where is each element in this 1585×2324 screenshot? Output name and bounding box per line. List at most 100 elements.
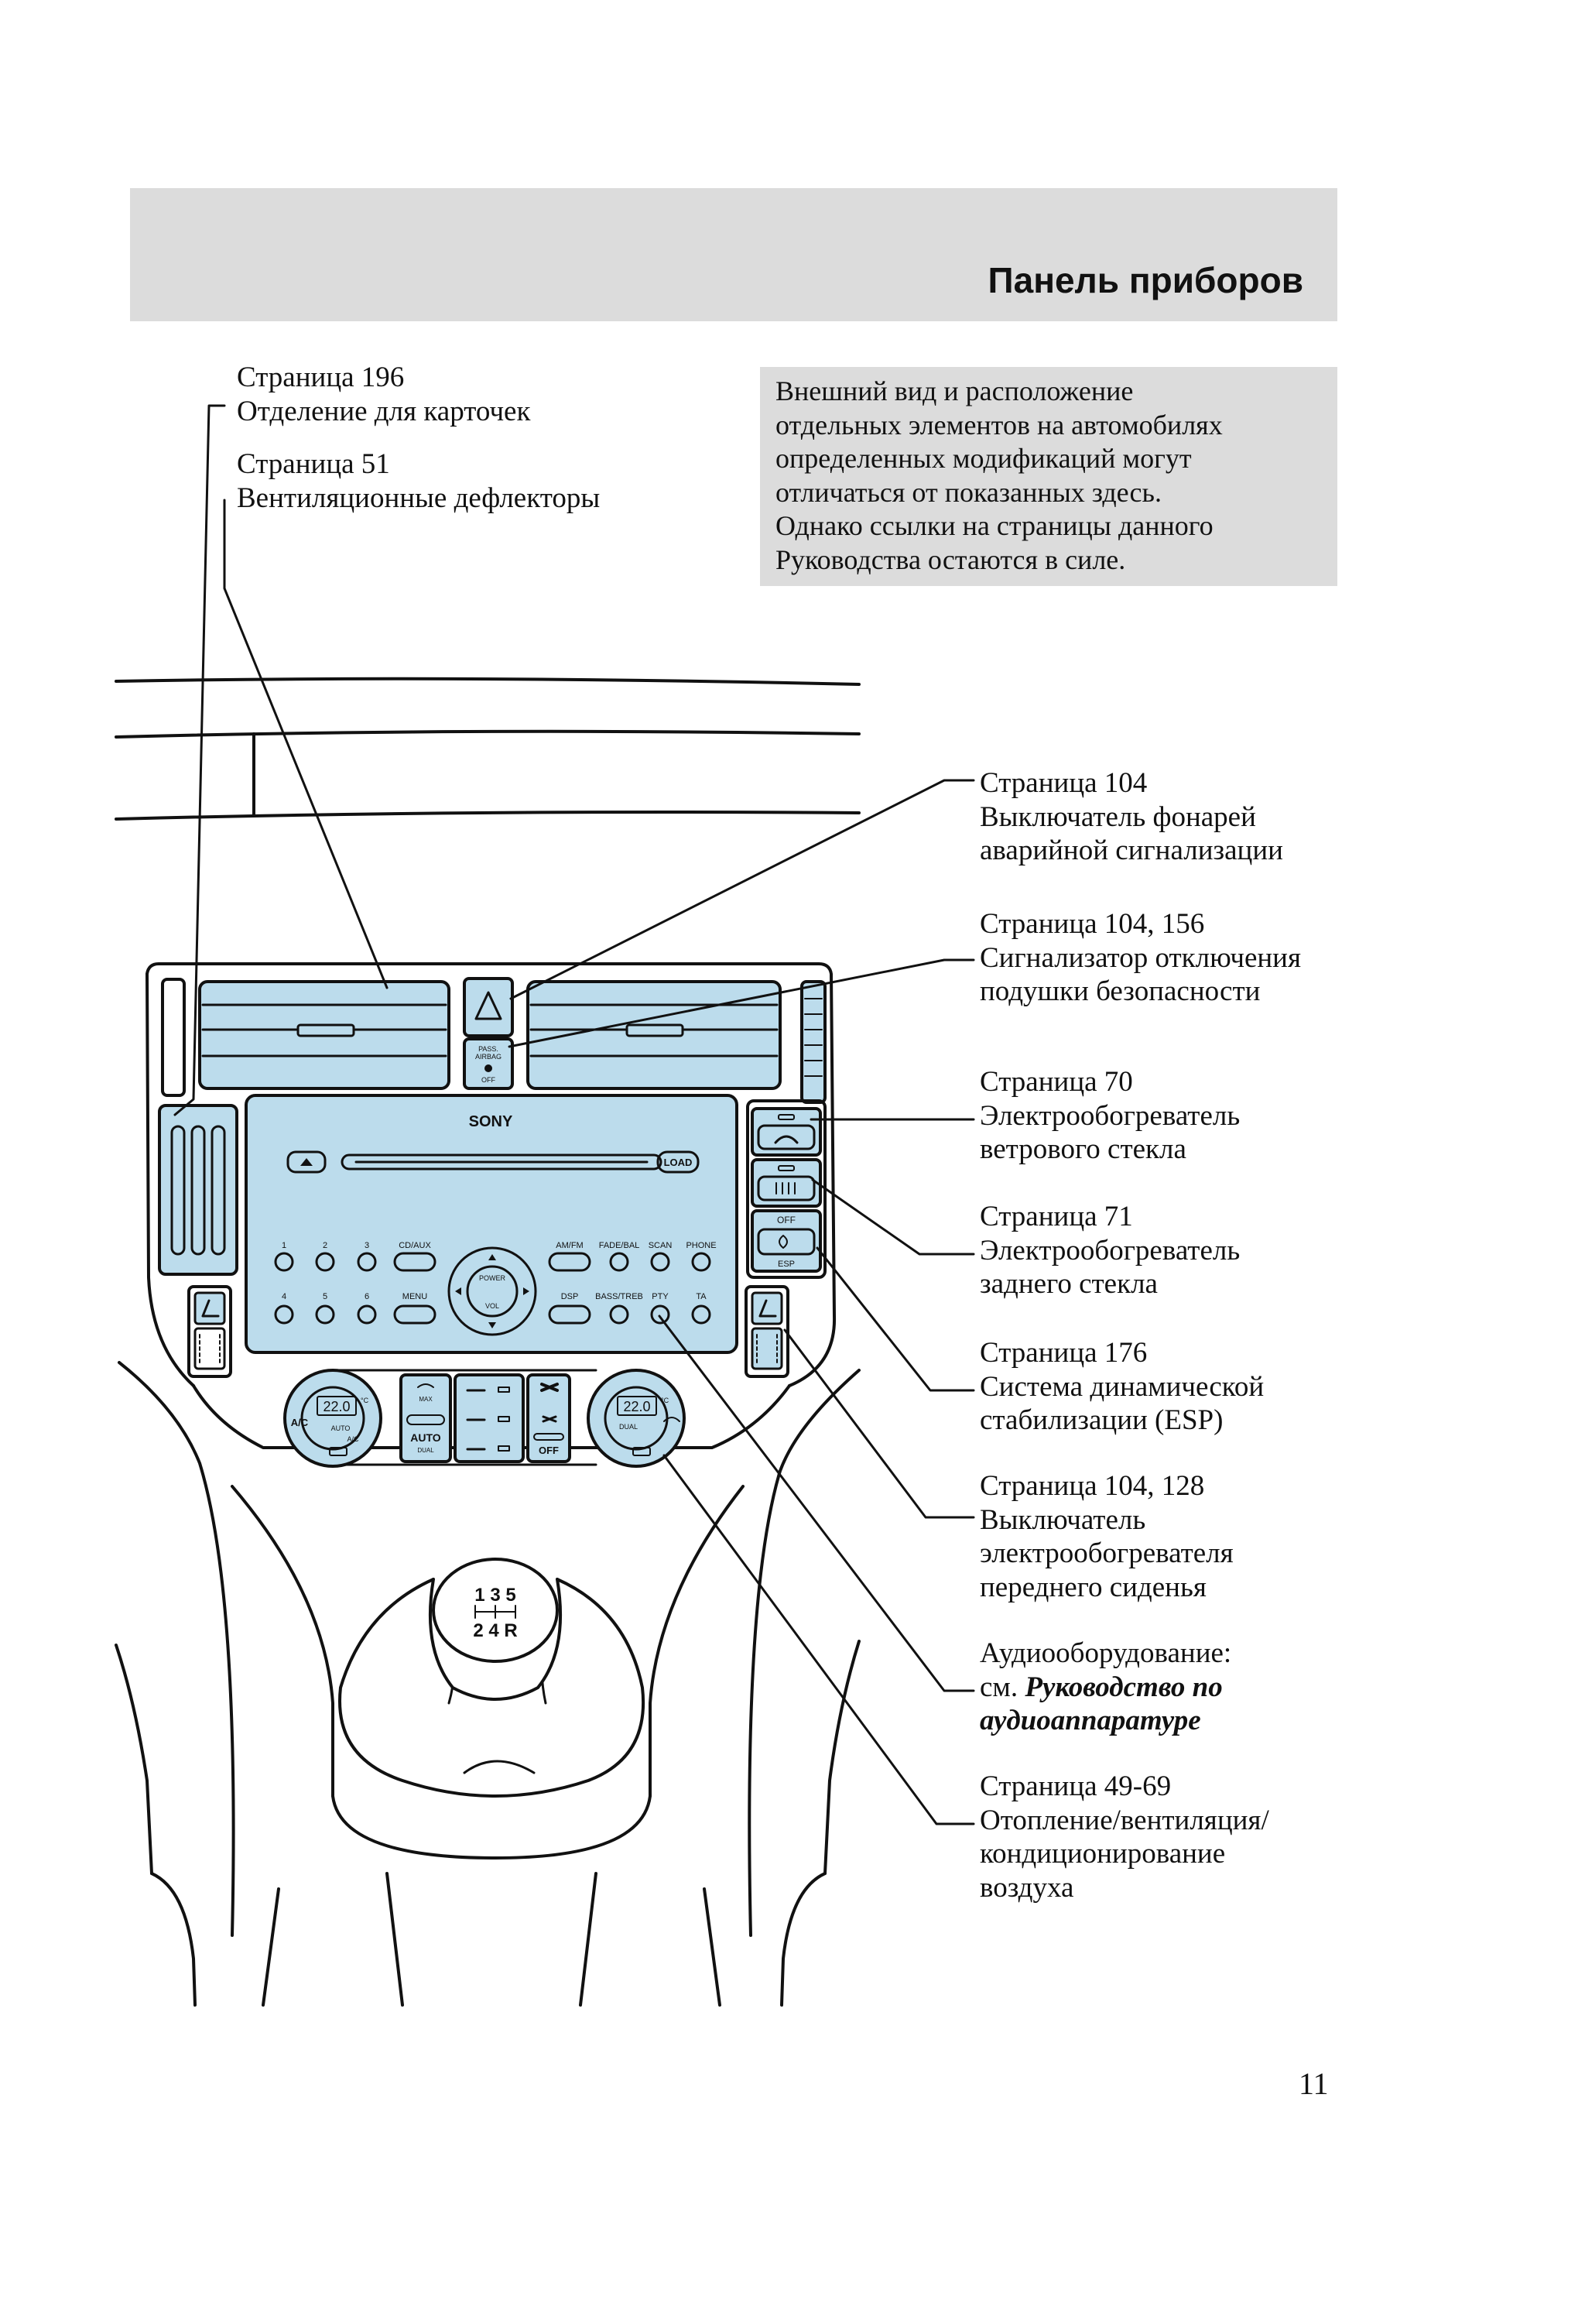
preset-4-label: 4: [282, 1292, 286, 1301]
label-text: Система динамической: [980, 1370, 1265, 1403]
label-page: Страница 49-69: [980, 1770, 1172, 1802]
phone-label: PHONE: [686, 1241, 716, 1250]
label-text: электрообогревателя: [980, 1537, 1234, 1570]
preset-1-label: 1: [282, 1241, 286, 1250]
esp-icon: [779, 1235, 788, 1249]
pty-label: PTY: [652, 1292, 669, 1301]
label-page: Страница 51: [237, 448, 390, 480]
airbag-off-indicator: PASS. AIRBAG OFF: [463, 1037, 514, 1090]
max-label: MAX: [419, 1396, 433, 1403]
degree-right: °C: [661, 1397, 669, 1404]
preset-6-button: [357, 1304, 377, 1325]
cd-aux-label: CD/AUX: [399, 1241, 431, 1250]
esp-off-label: OFF: [777, 1215, 796, 1225]
note-line: определенных модификаций могут: [775, 443, 1192, 474]
fan-icon: [540, 1383, 559, 1392]
dsp-label: DSP: [561, 1292, 579, 1301]
airbag-label-1: PASS.: [478, 1045, 498, 1053]
auto-small-label: AUTO: [331, 1424, 351, 1432]
fade-bal-button: [609, 1252, 629, 1272]
ta-button: [691, 1304, 711, 1325]
max-defrost-icon: [417, 1383, 434, 1388]
gear-lever: 1 3 5 2 4 R: [338, 1558, 645, 1798]
vol-label: VOL: [485, 1302, 499, 1310]
power-volume-knob: [466, 1265, 519, 1318]
label-text: Электрообогреватель: [980, 1234, 1241, 1267]
preset-3-label: 3: [365, 1241, 369, 1250]
label-manual-ref: Руководство по: [1025, 1671, 1223, 1703]
temp-right: 22.0: [623, 1399, 650, 1414]
label-text: воздуха: [980, 1871, 1074, 1904]
console-outline: [115, 962, 861, 2007]
bass-treb-button: [609, 1304, 629, 1325]
eject-button: [286, 1150, 327, 1174]
label-text: Выключатель: [980, 1503, 1146, 1536]
label-text: Выключатель фонарей: [980, 800, 1256, 833]
max-defrost-auto-block: [399, 1373, 452, 1463]
cd-aux-button: [393, 1252, 436, 1272]
label-page: Страница 104, 156: [980, 908, 1205, 940]
label-rear-window-heater: Страница 71 Электрообогреватель заднего …: [980, 1200, 1240, 1301]
label-text: Сигнализатор отключения: [980, 941, 1301, 974]
am-fm-button: [548, 1252, 591, 1272]
auto-label: AUTO: [410, 1431, 441, 1444]
dashboard-top-lines: [115, 677, 861, 821]
pty-button: [650, 1304, 670, 1325]
recirc-icon: [663, 1417, 680, 1422]
load-button: [656, 1150, 700, 1174]
label-text: ветрового стекла: [980, 1133, 1186, 1166]
gear-pattern-top: 1 3 5: [474, 1585, 515, 1606]
note-line: отдельных элементов на автомобилях: [775, 409, 1223, 440]
ac-small-label: A/C: [347, 1435, 359, 1443]
note-box: Внешний вид и расположение отдельных эле…: [760, 367, 1337, 586]
temp-dial-right: [587, 1369, 686, 1468]
gear-shift-pattern: [474, 1605, 516, 1619]
cd-slot: [341, 1153, 662, 1171]
seat-icon: [758, 1299, 777, 1318]
ta-label: TA: [696, 1292, 707, 1301]
air-vent-right: [526, 980, 782, 1090]
power-volume-ring: [447, 1246, 537, 1336]
note-line: Внешний вид и расположение: [775, 375, 1134, 406]
label-text: Вентиляционные дефлекторы: [237, 482, 601, 514]
preset-5-label: 5: [323, 1292, 327, 1301]
rear-window-heater-icon: [775, 1182, 796, 1195]
label-page: Страница 176: [980, 1337, 1148, 1369]
gear-pattern-bottom: 2 4 R: [473, 1620, 517, 1641]
dual-small-label: DUAL: [417, 1447, 434, 1454]
preset-3-button: [357, 1252, 377, 1272]
leader-lines: [173, 404, 975, 1825]
label-seat-heater: Страница 104, 128 Выключатель электрообо…: [980, 1469, 1234, 1604]
seat-heater-switch-left: [187, 1285, 232, 1378]
hazard-switch: [463, 977, 514, 1037]
scan-button: [650, 1252, 670, 1272]
bass-treb-label: BASS/TREB: [595, 1292, 643, 1301]
label-manual-ref: аудиоаппаратуре: [980, 1705, 1201, 1737]
airbag-label-3: OFF: [481, 1076, 495, 1084]
fan-icon: [542, 1415, 557, 1423]
seat-icon: [201, 1299, 220, 1318]
label-text: см. Руководство по: [980, 1671, 1231, 1705]
air-distribution-buttons: [454, 1373, 525, 1463]
header-band: Панель приборов: [130, 188, 1337, 321]
dsp-button: [548, 1304, 591, 1325]
label-text: кондиционирование: [980, 1838, 1226, 1870]
esp-label: ESP: [778, 1260, 795, 1269]
label-air-vents: Страница 51 Вентиляционные дефлекторы: [237, 447, 600, 515]
eject-icon: [300, 1158, 313, 1166]
label-text: переднего сиденья: [980, 1571, 1207, 1603]
radio-brand: SONY: [469, 1113, 513, 1130]
air-vent-left: [198, 980, 450, 1090]
label-hazard-switch: Страница 104 Выключатель фонарей аварийн…: [980, 766, 1283, 868]
label-audio: Аудиооборудование: см. Руководство по ау…: [980, 1637, 1231, 1738]
label-page: Страница 71: [980, 1201, 1133, 1232]
preset-6-label: 6: [365, 1292, 369, 1301]
temp-left: 22.0: [323, 1399, 350, 1414]
label-page: Аудиооборудование:: [980, 1637, 1232, 1669]
airbag-label-2: AIRBAG: [475, 1053, 502, 1061]
fade-bal-label: FADE/BAL: [599, 1241, 640, 1250]
menu-label: MENU: [402, 1292, 427, 1301]
note-line: Однако ссылки на страницы данного: [775, 510, 1214, 541]
label-text: подушки безопасности: [980, 975, 1261, 1008]
climate-control: 22.0 °C A/C AUTO A/C MAX AUTO DUAL OFF 2…: [283, 1369, 686, 1468]
